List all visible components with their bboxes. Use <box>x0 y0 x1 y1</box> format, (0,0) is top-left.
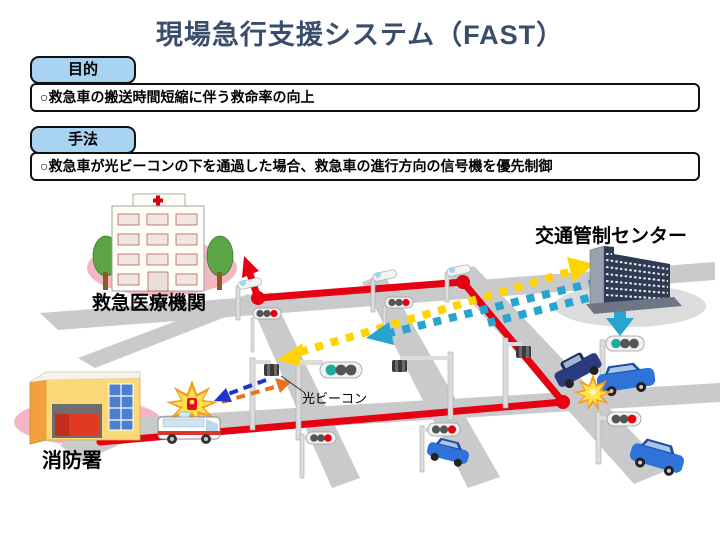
left-branch-road <box>78 294 264 368</box>
ambulance-route <box>96 256 570 446</box>
crash-starburst-icon <box>573 374 613 411</box>
accident-car-blue-icon <box>596 362 656 397</box>
roadside-equipment <box>235 264 645 479</box>
flasher-starburst-icon <box>166 380 218 428</box>
vehicle-to-beacon-flow <box>221 384 279 404</box>
blue-arrowhead-icon <box>366 322 394 345</box>
ambulance-icon <box>157 380 221 444</box>
method-text: ○救急車が光ビーコンの下を通過した場合、救急車の進行方向の信号機を優先制御 <box>30 152 700 181</box>
center-to-signal-flow-2 <box>487 290 605 327</box>
overhead-beacon-icon <box>370 269 397 313</box>
yellow-arrowhead-icon <box>567 257 594 282</box>
beacon-label: 光ビーコン <box>302 391 368 406</box>
traffic-signal-icon <box>299 431 337 479</box>
traffic-signal-icon <box>599 335 645 401</box>
center-down-arrow-icon <box>606 298 634 336</box>
accident-car-dark-icon <box>554 352 602 389</box>
hospital-label: 救急医療機関 <box>92 293 207 314</box>
blue-dashed-arrowhead-icon <box>214 388 232 402</box>
beacon-to-vehicle-flow <box>227 378 267 396</box>
route-node <box>456 275 470 289</box>
overhead-beacon-icon <box>444 264 471 303</box>
fast-system-diagram <box>14 193 720 488</box>
page-title: 現場急行支援システム（FAST） <box>155 20 565 50</box>
route-node <box>251 291 265 305</box>
purpose-badge: 目的 <box>30 56 136 84</box>
accident-scene <box>554 352 656 411</box>
fire-station-icon <box>29 371 141 445</box>
overhead-beacon-icon <box>235 277 262 321</box>
control-center-label: 交通管制センター <box>535 226 688 247</box>
communication-flows <box>214 257 634 404</box>
traffic-control-center-icon <box>586 245 682 314</box>
hospital-icon <box>92 193 234 292</box>
orange-arrowhead-icon <box>275 378 291 393</box>
optical-beacon-icon <box>392 351 454 421</box>
beacon-leader-line <box>280 375 306 394</box>
traffic-signal-icon <box>250 307 282 353</box>
fire-station-label: 消防署 <box>42 450 102 472</box>
method-badge: 手法 <box>30 126 136 154</box>
diagonal-road-2 <box>362 274 500 488</box>
traffic-signal-icon <box>382 296 414 337</box>
purpose-text: ○救急車の搬送時間短縮に伴う救命率の向上 <box>30 83 700 112</box>
route-arrowhead <box>242 256 259 278</box>
route-node <box>556 395 570 409</box>
center-to-signal-flow <box>389 274 613 337</box>
car-icon <box>426 437 470 467</box>
traffic-signal-icon <box>595 411 642 465</box>
optical-beacon-icon <box>502 337 531 409</box>
traffic-signal-icon <box>295 357 363 441</box>
yellow-arrowhead-icon <box>277 343 303 366</box>
traffic-signal-icon <box>419 422 461 473</box>
car-icon <box>629 438 685 476</box>
